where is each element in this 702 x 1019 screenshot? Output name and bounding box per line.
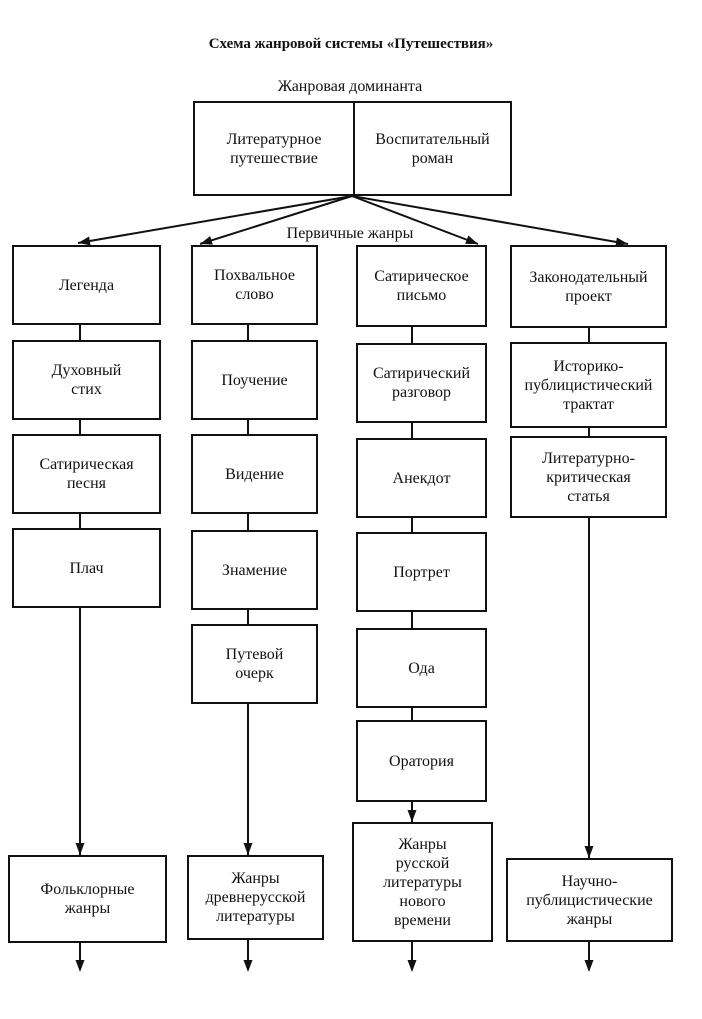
genre-box-3-1: Историко- публицистический трактат xyxy=(510,342,667,428)
dominant-label: Жанровая доминанта xyxy=(277,78,423,95)
genre-box-3-2: Литературно- критическая статья xyxy=(510,436,667,518)
branch-line-1 xyxy=(199,195,353,245)
out-arrow-1 xyxy=(243,960,253,972)
branch-arrow-2 xyxy=(465,235,478,244)
genre-box-3-0: Законодательный проект xyxy=(510,245,667,328)
genre-box-0-3: Плач xyxy=(12,528,161,608)
genre-box-1-1: Поучение xyxy=(191,340,318,420)
diagram-title: Схема жанровой системы «Путешествия» xyxy=(208,36,494,52)
out-arrow-0 xyxy=(75,960,85,972)
branch-arrow-3 xyxy=(615,237,628,247)
result-box-3: Научно- публицистические жанры xyxy=(506,858,673,942)
primary-genres-label: Первичные жанры xyxy=(286,225,414,242)
out-arrow-3 xyxy=(584,960,594,972)
genre-box-1-2: Видение xyxy=(191,434,318,514)
branch-arrow-1 xyxy=(200,236,213,245)
branch-arrow-0 xyxy=(78,236,91,246)
genre-box-1-0: Похвальное слово xyxy=(191,245,318,325)
branch-line-3 xyxy=(351,195,629,245)
result-box-0: Фольклорные жанры xyxy=(8,855,167,943)
genre-box-2-5: Оратория xyxy=(356,720,487,802)
genre-box-2-2: Анекдот xyxy=(356,438,487,518)
out-arrow-2 xyxy=(407,960,417,972)
arrow-to-result-0 xyxy=(75,843,85,855)
genre-box-2-0: Сатирическое письмо xyxy=(356,245,487,327)
result-box-2: Жанры русской литературы нового времени xyxy=(352,822,493,942)
arrow-to-result-1 xyxy=(243,843,253,855)
genre-box-2-4: Ода xyxy=(356,628,487,708)
arrow-to-result-2 xyxy=(407,810,417,822)
result-box-1: Жанры древнерусской литературы xyxy=(187,855,324,940)
branch-line-0 xyxy=(77,195,353,244)
branch-line-2 xyxy=(351,195,479,245)
genre-box-1-4: Путевой очерк xyxy=(191,624,318,704)
genre-box-1-3: Знамение xyxy=(191,530,318,610)
genre-box-0-1: Духовный стих xyxy=(12,340,161,420)
genre-box-2-1: Сатирический разговор xyxy=(356,343,487,423)
genre-box-2-3: Портрет xyxy=(356,532,487,612)
dominant-box-novel: Воспитательный роман xyxy=(353,101,512,196)
genre-box-0-2: Сатирическая песня xyxy=(12,434,161,514)
arrow-to-result-3 xyxy=(584,846,594,858)
dominant-box-travel: Литературное путешествие xyxy=(193,101,355,196)
genre-box-0-0: Легенда xyxy=(12,245,161,325)
